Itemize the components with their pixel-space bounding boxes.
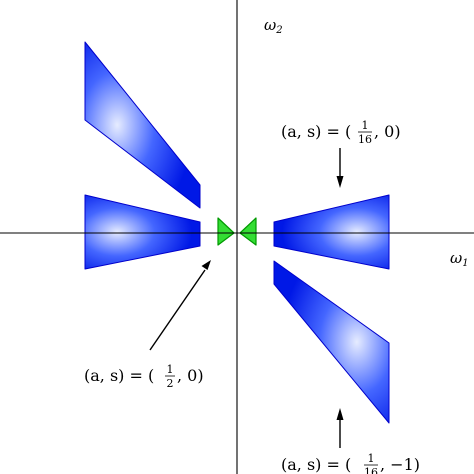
tile-green-right [239,217,257,246]
tile-right-horizontal [273,194,390,270]
annotation-left-rhs: , 0) [177,366,204,385]
arrow-left [149,269,206,351]
tile-lower-right [273,260,390,424]
annotation-top-right-denominator: 16 [358,133,372,146]
annotation-bottom-right-rhs: , −1) [380,455,420,474]
tile-upper-left [84,41,201,209]
omega2-label: ω2 [264,16,283,36]
annotation-bottom-right-denominator: 16 [364,466,378,474]
annotation-left-lhs: (a, s) = ( [84,366,154,385]
annotation-bottom-right-lhs: (a, s) = ( [281,455,351,474]
annotation-top-right-lhs: (a, s) = ( [281,122,351,141]
tile-green-left [217,217,235,246]
annotation-top-right-rhs: , 0) [374,122,401,141]
tile-left-horizontal [84,194,201,270]
arrowhead-left [201,260,211,270]
arrowhead-top-right [336,176,344,188]
arrowhead-bottom-right [336,408,344,420]
omega1-symbol: ω [450,249,462,267]
annotation-left: (a, s) = ( 1 2 , 0) [84,363,204,390]
omega2-symbol: ω [264,16,276,34]
annotation-top-right: (a, s) = ( 1 16 , 0) [281,119,401,146]
annotation-top-right-numerator: 1 [362,119,369,132]
annotation-left-denominator: 2 [167,377,174,390]
annotation-left-numerator: 1 [167,363,174,376]
omega1-subscript: 1 [462,258,468,269]
omega2-subscript: 2 [275,25,282,36]
annotation-bottom-right: (a, s) = ( 1 16 , −1) [281,452,420,474]
annotation-bottom-right-numerator: 1 [368,452,375,465]
omega1-label: ω1 [450,249,469,269]
